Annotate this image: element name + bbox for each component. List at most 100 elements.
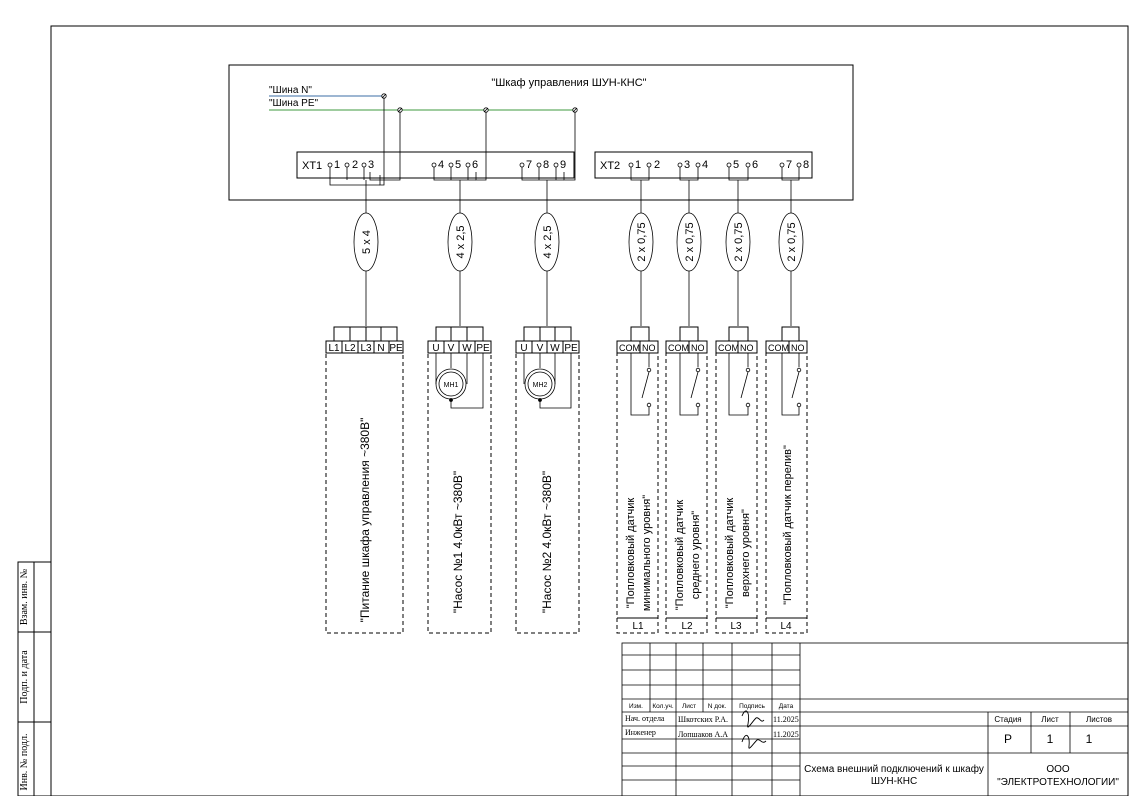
cable-ellipse bbox=[534, 212, 560, 272]
float-label: "Попловковый датчик bbox=[724, 498, 736, 609]
pump2-terminal: W bbox=[550, 343, 560, 354]
sheet-frame bbox=[50, 25, 1129, 796]
float-sensor-l2: COM NO "Попловковый датчик среднего уров… bbox=[665, 326, 708, 634]
cable-spec: 2 x 0,75 bbox=[636, 222, 648, 261]
pump1-terminal: V bbox=[448, 343, 455, 354]
side-stamp-podp: Подп. и дата bbox=[19, 650, 30, 704]
tb-sheets: 1 bbox=[1086, 732, 1093, 746]
cable-spec: 4 x 2,5 bbox=[542, 225, 554, 258]
xt1-label: XT1 bbox=[302, 160, 322, 172]
pump2-label: "Насос №2 4.0кВт ~380В" bbox=[540, 471, 554, 613]
pump1-terminal: W bbox=[462, 343, 472, 354]
float-terminal: NO bbox=[642, 343, 656, 353]
xt1-terminal: 2 bbox=[352, 159, 358, 171]
pump1-terminal: U bbox=[432, 343, 439, 354]
title-block bbox=[621, 642, 1129, 796]
tb-sheet-header: Лист bbox=[1041, 715, 1059, 724]
pump2-terminal: V bbox=[537, 343, 544, 354]
tb-name: Лопшаков А.А bbox=[678, 730, 728, 739]
tb-header: Подпись bbox=[739, 703, 765, 710]
power-terminal: L1 bbox=[328, 343, 340, 354]
float-label: среднего уровня" bbox=[690, 511, 702, 600]
xt1-terminal: 5 bbox=[455, 159, 461, 171]
tb-role: Инженер bbox=[625, 728, 656, 737]
side-stamp-inv: Инв. № подл. bbox=[19, 734, 30, 791]
cable-spec: 5 x 4 bbox=[361, 230, 373, 254]
xt2-terminal: 3 bbox=[684, 159, 690, 171]
side-stamp: Взам. инв. № Подп. и дата Инв. № подл. bbox=[17, 561, 52, 796]
side-stamp-vzam: Взам. инв. № bbox=[19, 569, 30, 625]
pump1-motor-tag: МН1 bbox=[444, 382, 459, 389]
tb-header: Дата bbox=[779, 703, 794, 710]
float-tag: L1 bbox=[632, 621, 644, 632]
tb-sheet: 1 bbox=[1047, 732, 1054, 746]
float-tag: L2 bbox=[681, 621, 693, 632]
cables bbox=[353, 180, 804, 326]
tb-sheets-header: Листов bbox=[1086, 715, 1112, 724]
power-terminal: PE bbox=[389, 343, 403, 354]
xt1-terminal: 9 bbox=[560, 159, 566, 171]
bus-pe-label: "Шина PE" bbox=[269, 98, 319, 109]
float-terminal: NO bbox=[740, 343, 754, 353]
cable-spec: 2 x 0,75 bbox=[786, 222, 798, 261]
pump2-motor-tag: МН2 bbox=[533, 382, 548, 389]
power-terminal: L2 bbox=[344, 343, 356, 354]
xt1-terminal: 4 bbox=[438, 159, 444, 171]
tb-date: 11.2025 bbox=[773, 715, 799, 724]
cable-ellipse bbox=[778, 212, 804, 272]
cable-ellipse bbox=[628, 212, 654, 272]
tb-header: N док. bbox=[708, 703, 727, 710]
xt1-block bbox=[296, 151, 575, 179]
tb-header: Изм. bbox=[629, 703, 643, 710]
xt2-terminal: 6 bbox=[752, 159, 758, 171]
tb-role: Нач. отдела bbox=[625, 714, 665, 723]
company-name: "ЭЛЕКТРОТЕХНОЛОГИИ" bbox=[997, 777, 1119, 788]
signature-image bbox=[741, 710, 767, 749]
power-terminal: N bbox=[377, 343, 384, 354]
doc-title: Схема внешний подключений к шкафу bbox=[804, 763, 984, 775]
xt2-terminal: 1 bbox=[635, 159, 641, 171]
float-label: верхнего уровня" bbox=[740, 509, 752, 597]
cable-ellipse bbox=[447, 212, 473, 272]
tb-name: Шкотских Р.А. bbox=[678, 715, 728, 724]
pump2-terminal: PE bbox=[564, 343, 578, 354]
power-terminal: L3 bbox=[360, 343, 372, 354]
device-pump1: U V W PE МН1 "Насос №1 4.0кВт ~380В" bbox=[427, 326, 492, 634]
pump1-label: "Насос №1 4.0кВт ~380В" bbox=[451, 471, 465, 613]
float-tag: L3 bbox=[730, 621, 742, 632]
float-sensor-l4: COM NO "Попловковый датчик перелив" L4 bbox=[765, 326, 808, 634]
float-tag: L4 bbox=[780, 621, 792, 632]
float-label: "Попловковый датчик bbox=[674, 500, 686, 611]
float-terminal: COM bbox=[619, 343, 640, 353]
cable-spec: 2 x 0,75 bbox=[684, 222, 696, 261]
cable-ellipse bbox=[353, 212, 379, 272]
xt1-terminal: 8 bbox=[543, 159, 549, 171]
float-terminal: COM bbox=[768, 343, 789, 353]
power-label: "Питание шкафа управления ~380В" bbox=[358, 418, 372, 623]
xt2-block bbox=[594, 151, 813, 179]
xt2-terminal: 8 bbox=[803, 159, 809, 171]
xt2-terminal: 5 bbox=[733, 159, 739, 171]
cable-ellipse bbox=[676, 212, 702, 272]
tb-header: Лист bbox=[682, 703, 696, 710]
device-power: L1 L2 L3 N PE "Питание шкафа управления … bbox=[325, 326, 404, 634]
cable-ellipse bbox=[725, 212, 751, 272]
float-terminal: NO bbox=[691, 343, 705, 353]
pump1-terminal: PE bbox=[476, 343, 490, 354]
xt1-terminal: 3 bbox=[368, 159, 374, 171]
device-pump2: U V W PE МН2 "Насос №2 4.0кВт ~380В" bbox=[515, 326, 580, 634]
company-name: ООО bbox=[1046, 764, 1070, 775]
xt1-terminal: 7 bbox=[526, 159, 532, 171]
tb-header: Кол.уч. bbox=[652, 703, 673, 710]
xt2-terminal: 7 bbox=[786, 159, 792, 171]
cabinet-title: "Шкаф управления ШУН-КНС" bbox=[491, 77, 646, 89]
tb-stage: Р bbox=[1004, 732, 1012, 746]
float-terminal: NO bbox=[791, 343, 805, 353]
bus-n-label: "Шина N" bbox=[269, 85, 312, 96]
cabinet: "Шкаф управления ШУН-КНС" "Шина N" "Шина… bbox=[228, 64, 854, 201]
doc-title: ШУН-КНС bbox=[871, 776, 917, 787]
xt1-terminal: 6 bbox=[472, 159, 478, 171]
float-terminal: COM bbox=[718, 343, 739, 353]
float-sensor-l3: COM NO "Попловковый датчик верхнего уров… bbox=[715, 326, 758, 634]
xt2-terminal: 4 bbox=[702, 159, 708, 171]
